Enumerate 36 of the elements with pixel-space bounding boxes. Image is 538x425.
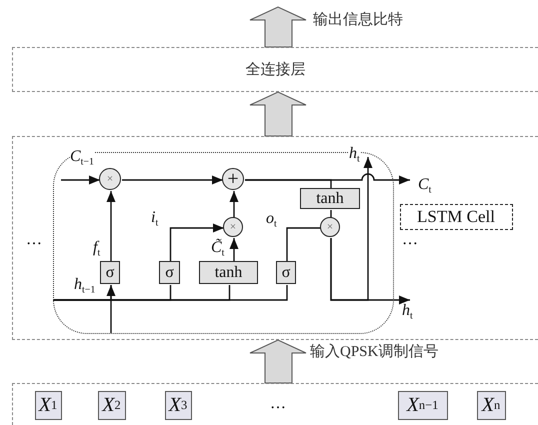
block-arrow	[250, 6, 306, 48]
gate-box: σ	[276, 261, 296, 284]
arrow	[230, 238, 238, 262]
edge-label: C$_{t}$	[418, 177, 432, 196]
arrow	[61, 176, 100, 184]
arrow	[106, 191, 116, 262]
edge-label: h$_{t}$	[402, 303, 413, 322]
gate-box: σ	[100, 261, 120, 284]
arrow	[106, 285, 116, 333]
arrow	[170, 224, 224, 262]
connector-line	[286, 227, 321, 262]
edge-label: h$_{t}$	[349, 146, 360, 164]
layer-band: 全连接层	[12, 47, 538, 92]
edge-label: 输入QPSK调制信号	[310, 345, 438, 360]
edge-label: C$_{t−1}$	[70, 149, 94, 168]
connector-line	[245, 179, 332, 189]
operator-circle: +	[222, 168, 244, 190]
gate-box: σ	[159, 261, 180, 284]
arrow	[230, 191, 238, 218]
edge-label: f$_{t}$	[93, 240, 100, 258]
operator-circle: ×	[320, 217, 340, 237]
edge-label: h$_{t−1}$	[74, 277, 96, 296]
block-arrow	[250, 91, 306, 136]
edge-label: 输出信息比特	[313, 13, 403, 28]
cell-box: LSTM Cell	[400, 204, 512, 230]
gate-box: tanh	[300, 188, 360, 209]
arrow	[122, 176, 223, 184]
block-arrow	[250, 339, 306, 384]
connector-line	[53, 285, 288, 301]
layer-band	[12, 383, 538, 425]
gate-box: tanh	[199, 261, 258, 284]
arrow	[330, 157, 372, 301]
edge-label: i$_{t}$	[151, 210, 158, 228]
operator-circle: ×	[99, 168, 121, 190]
edge-label: C̃$_{t}$	[211, 240, 224, 258]
operator-circle: ×	[223, 217, 243, 237]
